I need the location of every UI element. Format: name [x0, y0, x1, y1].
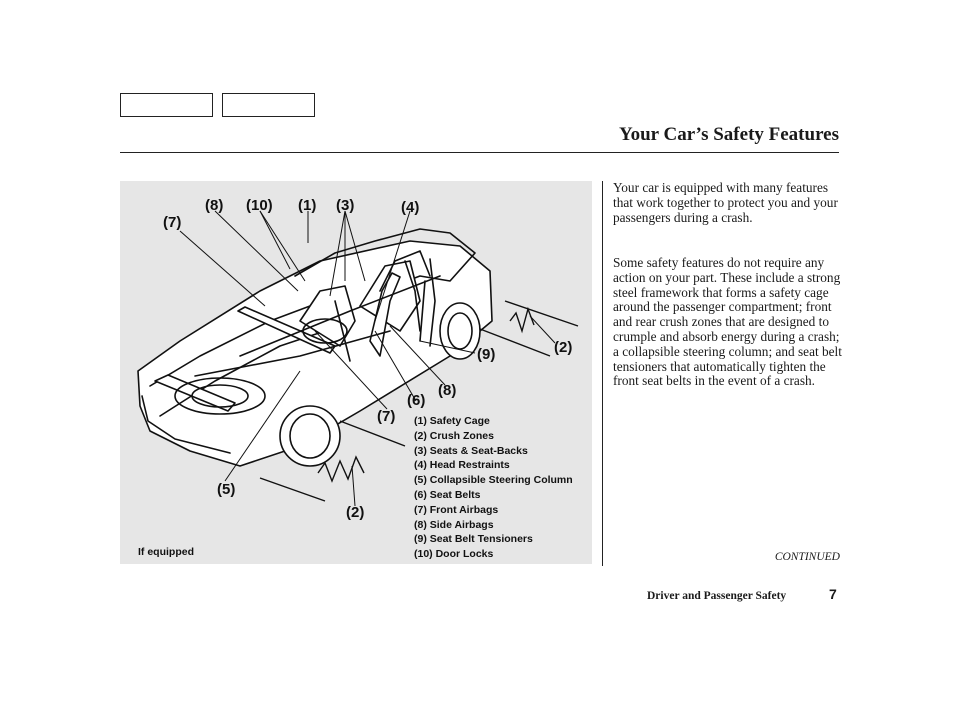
legend-item: (10) Door Locks [414, 548, 494, 561]
callout-8: (8) [438, 382, 457, 399]
callout-1: (1) [298, 197, 317, 214]
safety-features-figure: (8) (10) (1) (3) (4) (7) (9) (2) (8) (6)… [120, 181, 592, 564]
footer-section-title: Driver and Passenger Safety [647, 590, 787, 602]
legend-item: (6) Seat Belts [414, 488, 481, 501]
legend-item: (5) Collapsible Steering Column [414, 474, 573, 487]
nav-tab-1[interactable] [120, 93, 213, 117]
figure-legend: (1) Safety Cage (2) Crush Zones (3) Seat… [414, 414, 573, 562]
callout-5: (5) [217, 481, 236, 498]
page-title: Your Car’s Safety Features [618, 124, 839, 145]
legend-item: (7) Front Airbags [414, 503, 499, 516]
page-number: 7 [829, 586, 837, 602]
legend-item: (8) Side Airbags [414, 518, 494, 531]
body-paragraph: Some safety features do not require any … [613, 255, 842, 389]
title-rule [120, 152, 839, 153]
nav-tab-2[interactable] [222, 93, 315, 117]
callout-9: (9) [477, 346, 496, 363]
callout-7: (7) [163, 214, 182, 231]
legend-item: (2) Crush Zones [414, 429, 494, 442]
callout-2: (2) [346, 504, 365, 521]
callout-3: (3) [336, 197, 355, 214]
callout-4: (4) [401, 199, 420, 216]
body-paragraph: Your car is equipped with many features … [613, 180, 838, 225]
callout-8: (8) [205, 197, 224, 214]
legend-item: (9) Seat Belt Tensioners [414, 533, 533, 546]
callout-6: (6) [407, 392, 426, 409]
legend-item: (3) Seats & Seat-Backs [414, 444, 528, 457]
callout-7: (7) [377, 408, 396, 425]
continued-label: CONTINUED [774, 551, 840, 563]
figure-footnote: If equipped [138, 546, 194, 558]
callout-2: (2) [554, 339, 573, 356]
legend-item: (1) Safety Cage [414, 415, 490, 427]
car-cutaway-illustration [137, 210, 579, 507]
callout-10: (10) [246, 197, 273, 214]
legend-item: (4) Head Restraints [414, 459, 510, 472]
column-divider [602, 181, 603, 566]
